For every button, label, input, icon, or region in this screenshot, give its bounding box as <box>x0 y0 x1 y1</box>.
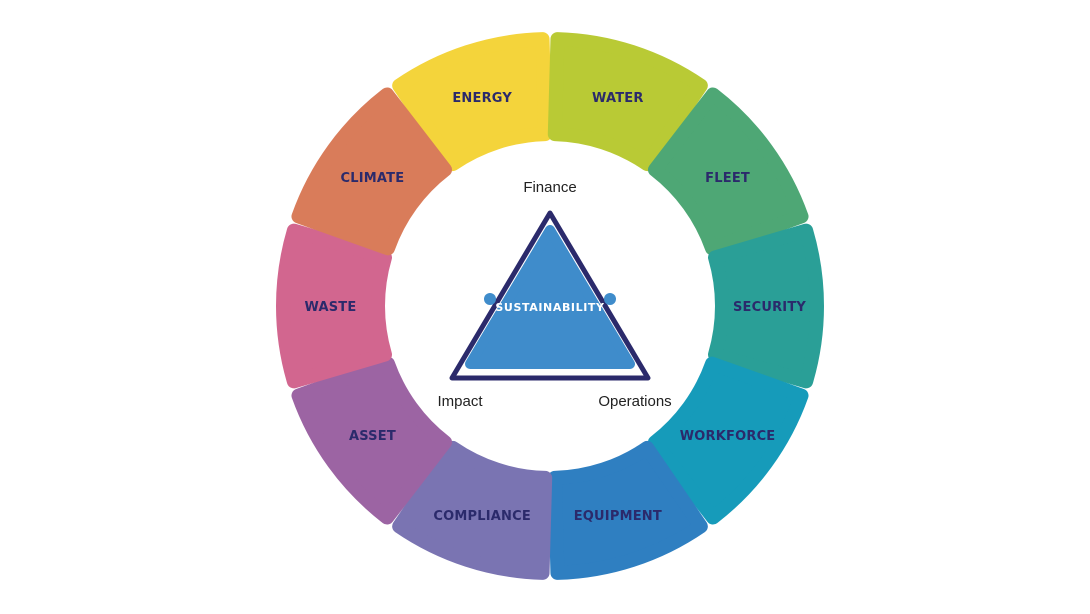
wheel-segments: ENERGY WATER FLEET SECURITY WORKFORCE EQUIPME… <box>276 32 824 580</box>
segment-workforce <box>647 356 809 525</box>
segment-energy <box>392 32 553 172</box>
segment-label-waste: WASTE <box>305 300 357 315</box>
center-triangle: SUSTAINABILITY <box>449 210 651 381</box>
segment-climate <box>291 87 453 256</box>
segment-label-climate: CLIMATE <box>341 171 405 186</box>
segment-fleet <box>647 87 809 256</box>
pillar-impact: Impact <box>437 393 483 410</box>
segment-equipment <box>547 440 708 580</box>
pillar-operations: Operations <box>598 393 671 410</box>
segment-label-water: WATER <box>592 91 644 106</box>
segment-waste <box>276 223 392 389</box>
segment-asset <box>291 356 453 525</box>
triangle-right-dot <box>604 293 616 305</box>
pillar-finance: Finance <box>523 179 576 196</box>
segment-security <box>708 223 824 389</box>
segment-label-energy: ENERGY <box>452 91 512 106</box>
segment-label-compliance: COMPLIANCE <box>433 509 531 524</box>
segment-label-security: SECURITY <box>733 300 806 315</box>
triangle-left-dot <box>484 293 496 305</box>
segment-label-fleet: FLEET <box>705 171 750 186</box>
segment-label-workforce: WORKFORCE <box>680 429 776 444</box>
segment-compliance <box>392 440 553 580</box>
triangle-outline <box>449 210 651 381</box>
segment-water <box>547 32 708 172</box>
center-label: SUSTAINABILITY <box>495 301 605 314</box>
triangle-fill <box>465 225 635 369</box>
segment-label-asset: ASSET <box>349 429 396 444</box>
segment-label-equipment: EQUIPMENT <box>574 509 662 524</box>
